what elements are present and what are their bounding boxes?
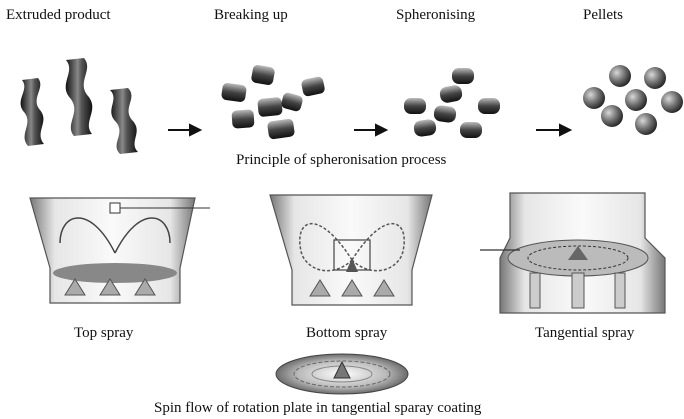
arrow-right-icon xyxy=(354,125,386,135)
stage-label-spheronising: Spheronising xyxy=(396,8,475,23)
stage-label-pellets: Pellets xyxy=(583,8,623,23)
coater-label-bottom-spray: Bottom spray xyxy=(306,326,387,341)
bottom-spray-diagram xyxy=(262,190,442,315)
coater-label-tangential-spray: Tangential spray xyxy=(535,326,634,341)
arrow-right-icon xyxy=(536,125,570,135)
process-caption: Principle of spheronisation process xyxy=(236,153,446,168)
coater-label-top-spray: Top spray xyxy=(74,326,133,341)
broken-chunks-icon xyxy=(221,64,326,139)
top-spray-diagram xyxy=(20,193,210,313)
extruded-rods-icon xyxy=(21,58,138,154)
rotation-plate-illustration xyxy=(272,348,412,398)
stage-label-extruded: Extruded product xyxy=(6,8,111,23)
bottom-caption: Spin flow of rotation plate in tangentia… xyxy=(154,401,481,416)
stage-label-breaking: Breaking up xyxy=(214,8,288,23)
rounding-granules-icon xyxy=(404,68,500,138)
tangential-spray-diagram xyxy=(480,188,670,318)
arrow-right-icon xyxy=(168,125,200,135)
pellets-icon xyxy=(583,65,683,135)
